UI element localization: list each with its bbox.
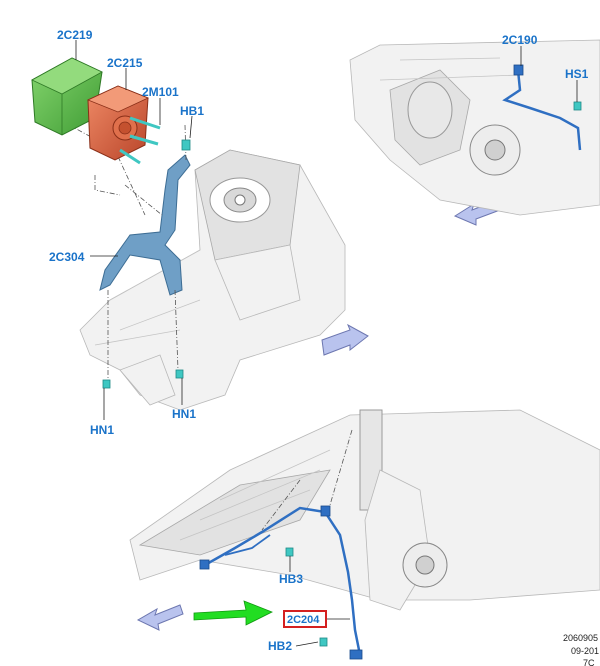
callout-2c219[interactable]: 2C219 xyxy=(57,28,93,42)
callout-2m101[interactable]: 2M101 xyxy=(142,85,179,99)
dash-guides-bottom xyxy=(261,429,353,531)
callout-hs1[interactable]: HS1 xyxy=(565,67,589,81)
rear-suspension-view xyxy=(349,39,600,216)
callout-2c215[interactable]: 2C215 xyxy=(107,56,143,70)
green-pointer-arrow-icon xyxy=(193,600,273,626)
hydraulic-control-unit xyxy=(86,85,150,161)
callout-2c190[interactable]: 2C190 xyxy=(502,33,538,47)
direction-arrow-bottom-left xyxy=(136,604,184,631)
figure-reference-line-3: 7C xyxy=(583,658,595,666)
callout-hb3[interactable]: HB3 xyxy=(279,572,303,586)
rear-wheel-speed-sensor xyxy=(502,64,582,151)
callout-hb2[interactable]: HB2 xyxy=(268,639,292,653)
callout-hn1-left[interactable]: HN1 xyxy=(90,423,114,437)
callout-2c304[interactable]: 2C304 xyxy=(49,250,85,264)
sensor-2c204-highlight-box xyxy=(283,610,327,628)
leaders-top-right xyxy=(520,46,578,102)
leaders-top-left xyxy=(75,40,193,420)
figure-reference-line-2: 09-201 xyxy=(571,646,599,656)
callout-hn1-right[interactable]: HN1 xyxy=(172,407,196,421)
front-left-body-panel xyxy=(79,149,346,411)
module-bolts xyxy=(102,116,191,389)
front-subframe-view xyxy=(129,409,600,611)
callout-hb1[interactable]: HB1 xyxy=(180,104,204,118)
abs-bracket xyxy=(99,154,191,296)
leaders-bottom xyxy=(289,556,350,647)
direction-arrow-top-left xyxy=(321,323,369,356)
figure-reference-line-1: 2060905 xyxy=(563,633,598,643)
callout-2c204[interactable]: 2C204 xyxy=(287,614,320,626)
front-wheel-speed-sensor-harness xyxy=(199,505,363,660)
